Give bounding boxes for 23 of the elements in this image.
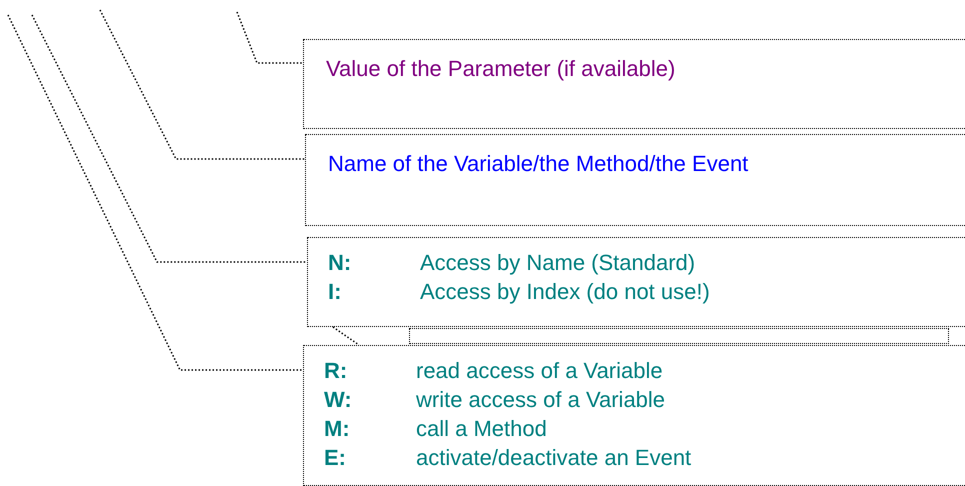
key-letter: W: [324, 387, 352, 413]
leader-line [7, 14, 303, 371]
key-letter: M: [324, 416, 350, 442]
key-letter: E: [324, 445, 346, 471]
leader-line [236, 12, 303, 64]
callout-box [305, 134, 965, 226]
key-letter: N: [328, 250, 352, 276]
description-text: write access of a Variable [416, 387, 666, 413]
leader-line [31, 14, 307, 263]
leader-line [99, 10, 305, 160]
callout-box [303, 39, 965, 129]
callout-text: Value of the Parameter (if available) [326, 56, 676, 82]
description-text: read access of a Variable [416, 358, 663, 384]
description-text: call a Method [416, 416, 547, 442]
description-text: Access by Name (Standard) [420, 250, 696, 276]
description-text: activate/deactivate an Event [416, 445, 692, 471]
dotted-bar [409, 328, 949, 344]
key-letter: R: [324, 358, 348, 384]
key-letter: I: [328, 279, 342, 305]
callout-text: Name of the Variable/the Method/the Event [328, 151, 748, 177]
callout-box [307, 237, 965, 327]
callout-box [303, 345, 965, 486]
description-text: Access by Index (do not use!) [420, 279, 710, 305]
